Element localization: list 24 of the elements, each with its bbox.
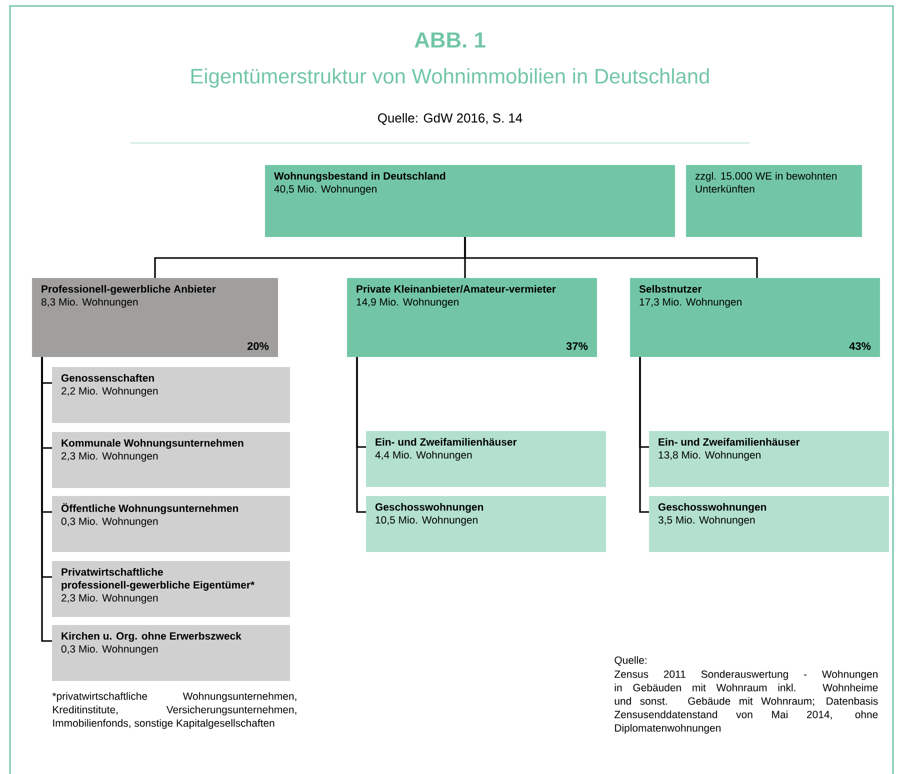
source-text: Quelle: GdW 2016, S. 14 <box>378 113 522 125</box>
connector-line <box>356 357 366 513</box>
subcategory-box: Öffentliche Wohnungsunternehmen 0,3 Mio. Wohnungen <box>52 496 290 552</box>
footnote: *privatwirtschaftliche Wohnungsunternehmen, Kreditinstitute, Versicherungsunternehmen, Immobilienfonds, sonstige Kapitalgesellschaften <box>52 692 296 729</box>
connector-line <box>464 237 758 278</box>
connector-line <box>639 357 649 513</box>
subcategory-box: Ein- und Zweifamilienhäuser 4,4 Mio. Wohnungen <box>366 431 606 487</box>
connector-line <box>41 357 52 642</box>
subcategory-box: Kommunale Wohnungsunternehmen 2,3 Mio. Wohnungen <box>52 432 290 488</box>
root-box: Wohnungsbestand in Deutschland 40,5 Mio. Wohnungen <box>265 165 675 237</box>
category-box: Selbstnutzer 17,3 Mio. Wohnungen 43% <box>630 278 880 357</box>
source-heading: Quelle: <box>614 656 646 666</box>
title: Eigentümerstruktur von Wohnimmobilien in Deutschland <box>191 68 709 88</box>
subcategory-box: Geschosswohnungen 10,5 Mio. Wohnungen <box>366 496 606 552</box>
source-note: Zensus 2011 Sonderauswertung - Wohnungen in Gebäuden mit Wohnraum inkl. Wohnheime und sonst. Gebäude mit Wohnraum; Datenbasis Zensusenddatenstand von Mai 2014, ohne Diplomatenwohnungen <box>614 670 878 734</box>
subcategory-box: Privatwirtschaftliche professionell-gewerbliche Eigentümer* 2,3 Mio. Wohnungen <box>52 561 290 617</box>
subcategory-box: Kirchen u. Org. ohne Erwerbszweck 0,3 Mio. Wohnungen <box>52 625 290 681</box>
note-box: zzgl. 15.000 WE in bewohnten Unterkünften <box>686 165 862 237</box>
subcategory-box: Genossenschaften 2,2 Mio. Wohnungen <box>52 367 290 423</box>
category-box: Private Kleinanbieter/Amateur-vermieter 14,9 Mio. Wohnungen 37% <box>347 278 597 357</box>
subcategory-box: Ein- und Zweifamilienhäuser 13,8 Mio. Wohnungen <box>649 431 889 487</box>
figure-number: ABB. 1 <box>414 32 486 48</box>
category-box: Professionell-gewerbliche Anbieter 8,3 Mio. Wohnungen 20% <box>32 278 278 357</box>
subcategory-box: Geschosswohnungen 3,5 Mio. Wohnungen <box>649 496 889 552</box>
